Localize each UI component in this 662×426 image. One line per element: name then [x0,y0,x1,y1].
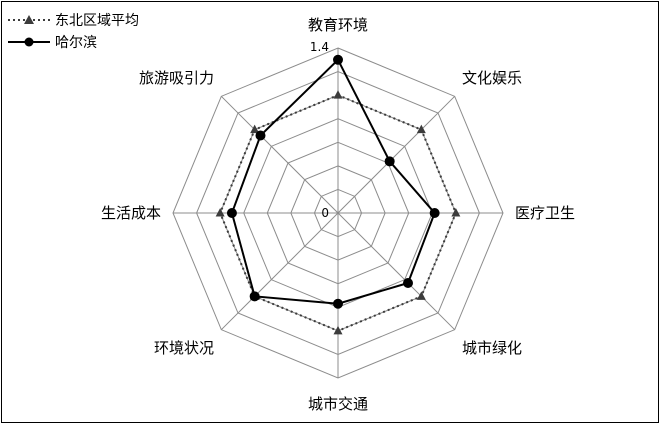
axis-label: 生活成本 [101,204,161,222]
data-point [333,325,343,335]
data-point [333,298,343,309]
axis-label: 教育环境 [308,16,368,34]
axis-label: 文化娱乐 [462,69,522,87]
data-point [215,208,225,217]
series-1 [226,54,440,309]
legend-marker-triangle-icon [24,15,34,24]
legend-label-regional-average: 东北区域平均 [55,13,139,29]
axis-label: 城市交通 [308,395,368,413]
data-point [226,208,237,218]
data-point [429,208,440,218]
data-point [416,124,426,134]
axis-label: 环境状况 [154,339,214,357]
tick-label-max: 1.4 [310,40,329,54]
data-point [384,156,395,167]
axis-spoke [337,212,456,331]
data-point [403,278,414,289]
series-layer [215,54,461,335]
data-point [333,90,343,99]
axis-label: 城市绿化 [462,339,522,357]
tick-label-min: 0 [321,206,329,220]
data-point [416,291,426,300]
axis-spoke [220,95,339,214]
axis-spoke [220,212,339,331]
data-point [333,54,343,65]
legend-label-harbin: 哈尔滨 [55,35,97,51]
axis-label: 旅游吸引力 [139,69,214,87]
data-point [451,208,461,217]
data-point [249,291,260,302]
data-point [250,124,260,134]
legend-marker-circle-icon [24,37,34,47]
axis-spoke [337,95,456,214]
data-point [255,130,266,141]
radar-axes [173,48,503,378]
legend: 东北区域平均 哈尔滨 [8,13,139,51]
axis-label: 医疗卫生 [515,204,575,222]
